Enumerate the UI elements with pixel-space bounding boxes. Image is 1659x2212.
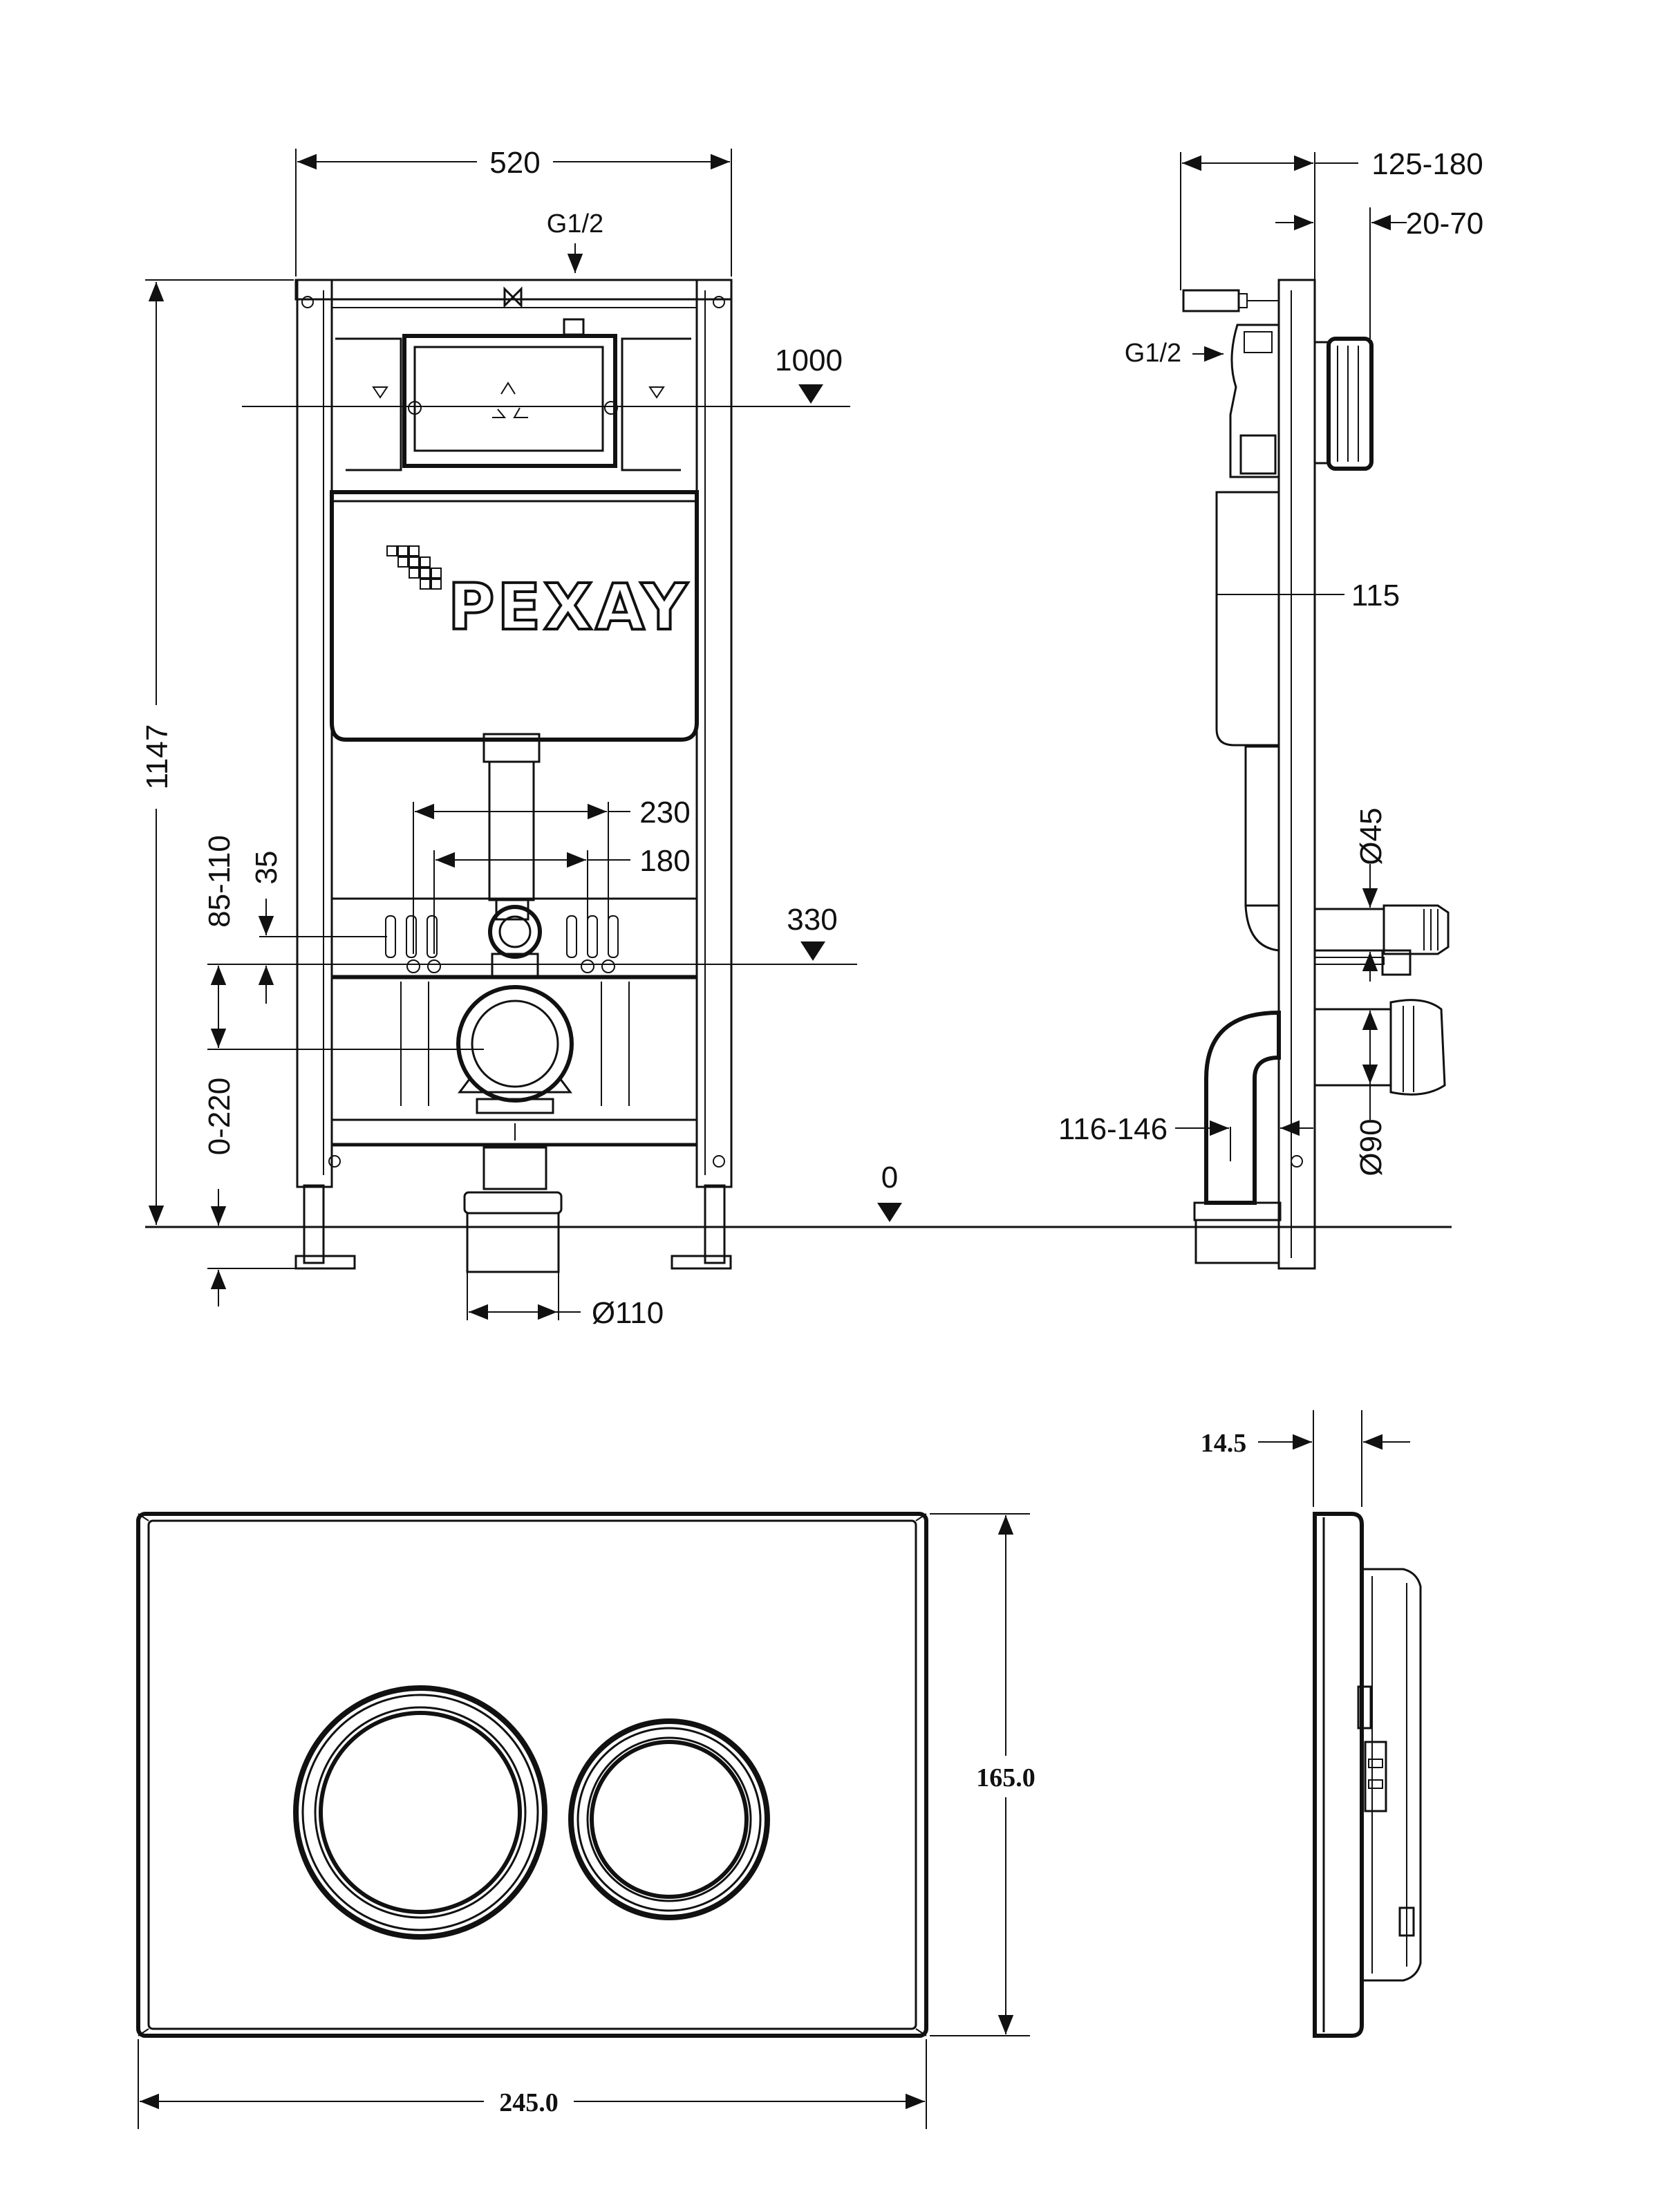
flush-plate-front-view: 165.0 245.0 [136,1512,1035,2129]
dim-label-1147: 1147 [140,724,174,790]
dim-label-125-180: 125-180 [1371,147,1483,181]
half-flush-button[interactable] [568,1718,770,1920]
dim-label-35: 35 [250,851,283,885]
dim-label-20-70: 20-70 [1406,207,1484,241]
dim-label-520: 520 [489,146,540,180]
inlet-label-side: G1/2 [1125,339,1181,368]
dimension-stud-230: 230 [413,796,691,954]
dim-label-110: Ø110 [592,1296,664,1330]
dim-label-0-220: 0-220 [203,1078,236,1156]
level-label-330: 330 [787,903,837,937]
dimension-tank-115: 115 [1217,579,1400,612]
level-label-1000: 1000 [775,344,843,377]
studs-right [566,915,619,973]
recycle-icon [492,382,528,418]
level-330: 330 [207,903,857,965]
frame-front-view: 520 G1/2 [140,146,1452,1330]
dim-label-116-146: 116-146 [1058,1112,1168,1146]
level-label-0: 0 [881,1161,898,1194]
dim-label-90: Ø90 [1354,1118,1388,1176]
dimension-stud-180: 180 [433,844,691,954]
full-flush-button[interactable] [293,1685,547,1940]
dim-label-165: 165.0 [976,1763,1035,1792]
dimension-inlet-45: Ø45 [1354,807,1388,982]
dim-label-230: 230 [639,796,690,830]
level-0: 0 [877,1161,902,1222]
dimension-height-1147: 1147 [140,279,294,1228]
dimension-stud-height: 85-110 [203,835,484,1050]
dim-label-180: 180 [639,844,690,878]
dimension-plate-width: 245.0 [138,2039,927,2129]
dimension-flush-20-70: 20-70 [1275,207,1483,339]
dim-label-85-110: 85-110 [203,835,236,928]
dimension-plate-height: 165.0 [930,1513,1035,2036]
dim-label-245: 245.0 [499,2088,559,2117]
level-1000: 1000 [775,344,843,404]
dim-label-45: Ø45 [1354,807,1388,865]
dimension-drain-110: Ø110 [467,1272,664,1330]
dimension-stud-offset-35: 35 [250,851,387,1004]
dimension-outlet-90: Ø90 [1354,1011,1388,1177]
brand-logo-icon [386,545,442,590]
inlet-label-g12: G1/2 [547,209,603,238]
dimension-width-520: 520 [295,146,732,276]
dim-label-115: 115 [1351,579,1400,612]
dimension-plate-thickness: 14.5 [1201,1410,1410,1507]
brand-name: PEXAY [448,570,690,644]
dim-label-14-5: 14.5 [1201,1429,1247,1458]
dimension-feet-range: 0-220 [203,1078,297,1306]
frame-side-view: 125-180 20-70 G1/2 [1058,147,1483,1270]
dimension-outlet-offset: 116-146 [1058,1112,1313,1161]
inlet-label-front: G1/2 [547,209,603,273]
flush-plate-side-view: 14.5 [1201,1410,1422,2038]
